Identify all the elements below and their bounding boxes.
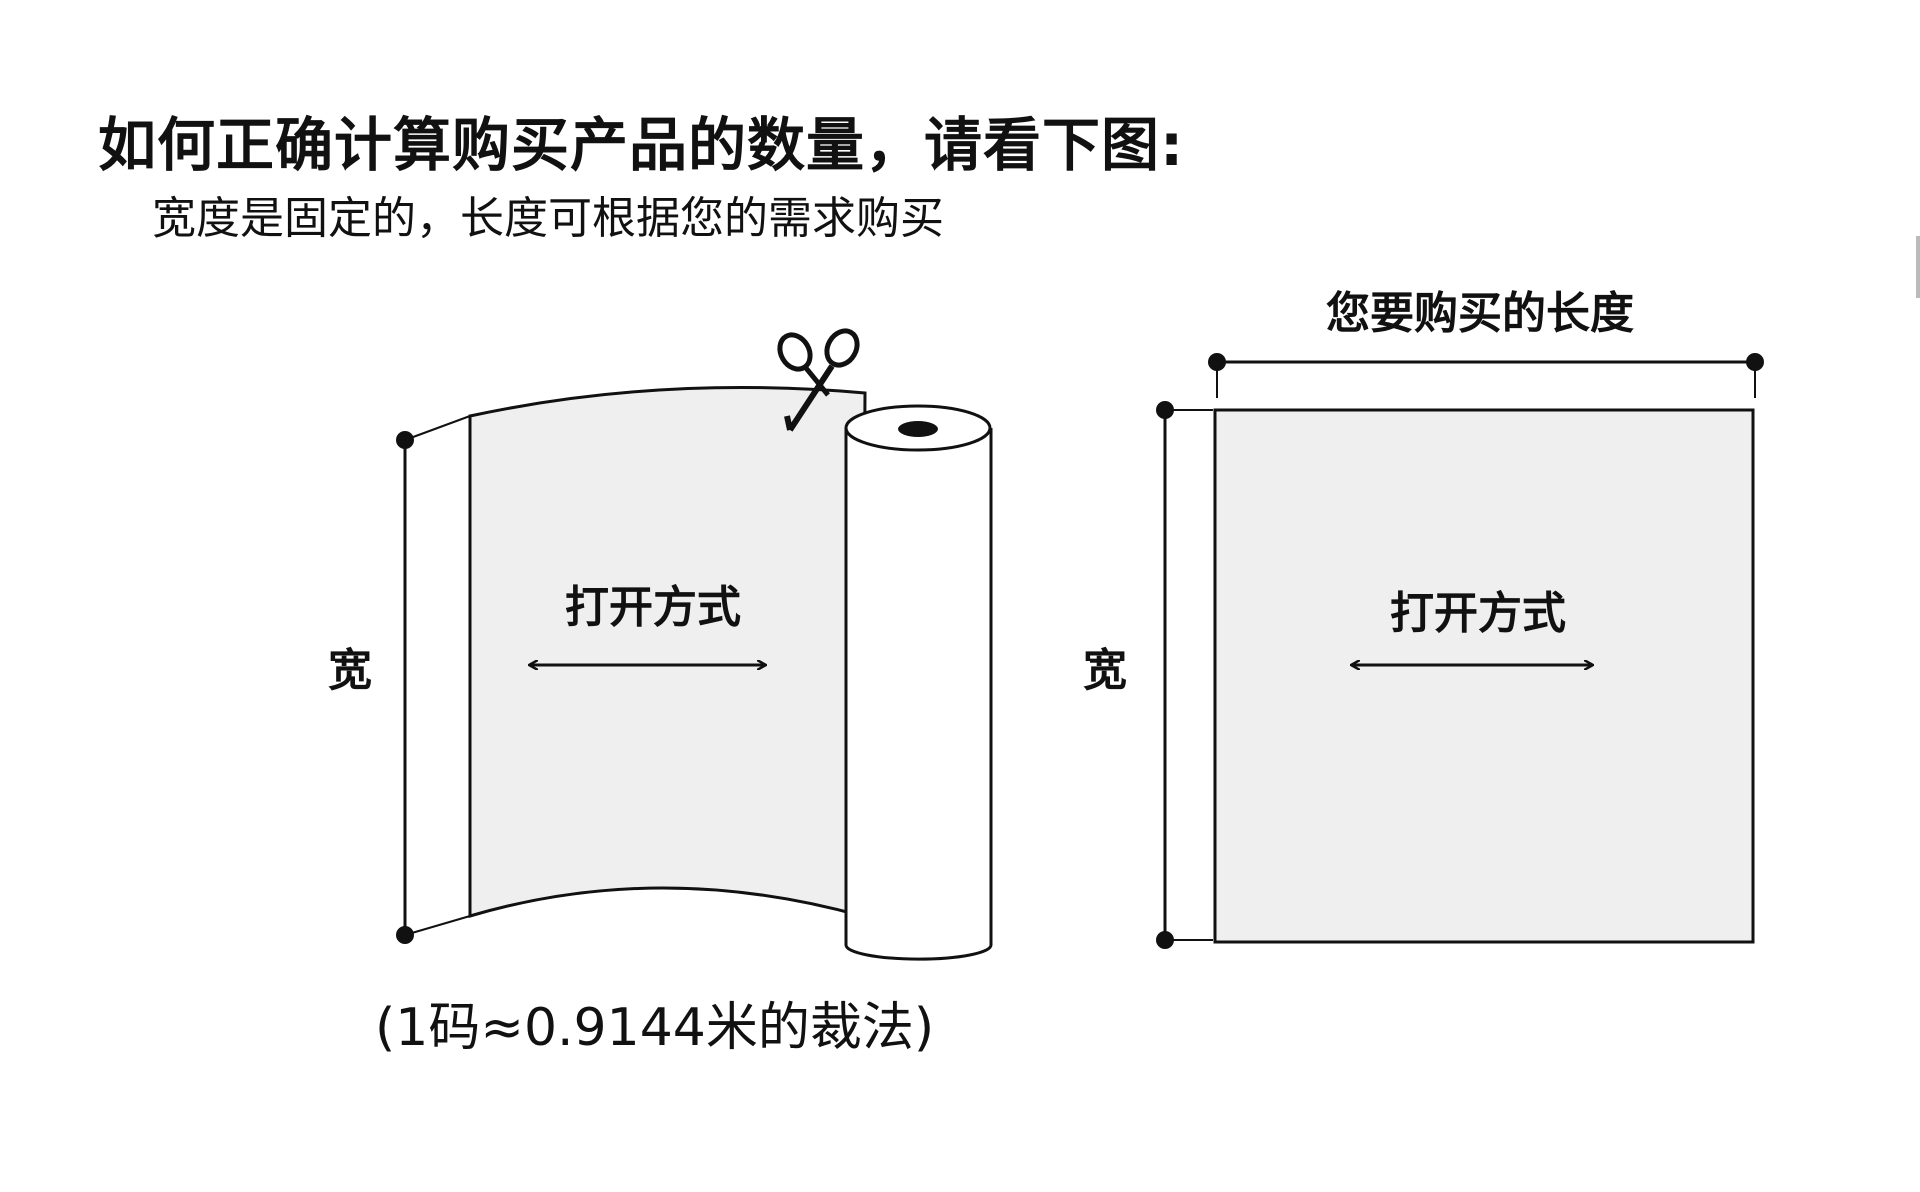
sheet-length-dimension: [1208, 353, 1764, 398]
roll-dimension-dot-bottom: [396, 926, 414, 944]
roll-width-dimension: [396, 416, 470, 944]
sheet-width-dimension: [1156, 401, 1213, 949]
roll-sheet: [470, 388, 865, 916]
roll-width-label: 宽: [328, 645, 372, 696]
length-dimension-dot-right: [1746, 353, 1764, 371]
roll-dimension-dot-top: [396, 431, 414, 449]
width-dimension-dot-bottom: [1156, 931, 1174, 949]
flat-sheet: [1215, 410, 1753, 942]
roll-diagram: 宽 打开方式: [328, 325, 991, 959]
roll-opening-label: 打开方式: [565, 582, 741, 633]
yard-conversion-caption: (1码≈0.9144米的裁法): [375, 985, 934, 1060]
roll-cylinder: [846, 406, 991, 959]
edge-mark: [1916, 236, 1920, 298]
width-dimension-dot-top: [1156, 401, 1174, 419]
sheet-diagram: 您要购买的长度 宽 打开方式: [1083, 288, 1764, 949]
roll-core-hole: [898, 421, 938, 437]
sheet-opening-label: 打开方式: [1390, 588, 1566, 639]
sheet-length-label: 您要购买的长度: [1326, 288, 1634, 339]
length-dimension-dot-left: [1208, 353, 1226, 371]
sheet-width-label: 宽: [1083, 645, 1127, 696]
